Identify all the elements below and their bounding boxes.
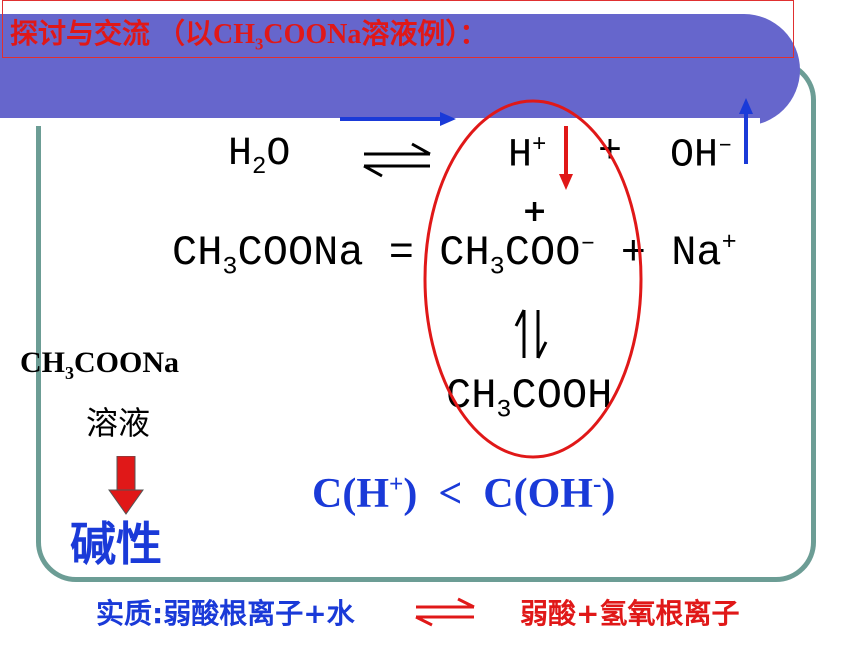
hydroxide-ion: OH–: [670, 132, 733, 179]
essence-equilibrium-icon: [415, 597, 475, 627]
title-banner: [0, 14, 800, 126]
highlight-ellipse: [423, 99, 643, 459]
salt-equation: CH3COONa = CH3COO– + Na+: [172, 228, 737, 282]
hydrogen-ion: H+: [508, 132, 547, 179]
content-frame: [36, 60, 816, 582]
essence-lhs: 实质:弱酸根离子+水: [96, 597, 355, 630]
equilibrium-arrow-icon: [363, 142, 431, 178]
essence-rhs: 弱酸+氢氧根离子: [520, 597, 740, 630]
banner-divider: [0, 118, 760, 126]
concentration-comparison: C(H+) < C(OH-): [312, 471, 616, 517]
slide-title: 探讨与交流 （以CH3COONa溶液例）：: [10, 19, 488, 54]
up-arrow-icon: [739, 98, 753, 164]
solution-label: 溶液: [86, 404, 151, 442]
down-arrow-icon: [559, 126, 573, 190]
banner-arrow-icon: [340, 112, 456, 126]
vertical-equilibrium-icon: [514, 309, 548, 359]
result-arrow-icon: [108, 456, 144, 515]
combine-plus-sign: +: [522, 194, 548, 229]
result-basic: 碱性: [70, 517, 162, 571]
solution-formula: CH3COONa: [20, 346, 179, 383]
water-formula: H2O: [228, 132, 291, 181]
acetic-acid-formula: CH3COOH: [446, 372, 613, 425]
title-box: [2, 0, 794, 58]
